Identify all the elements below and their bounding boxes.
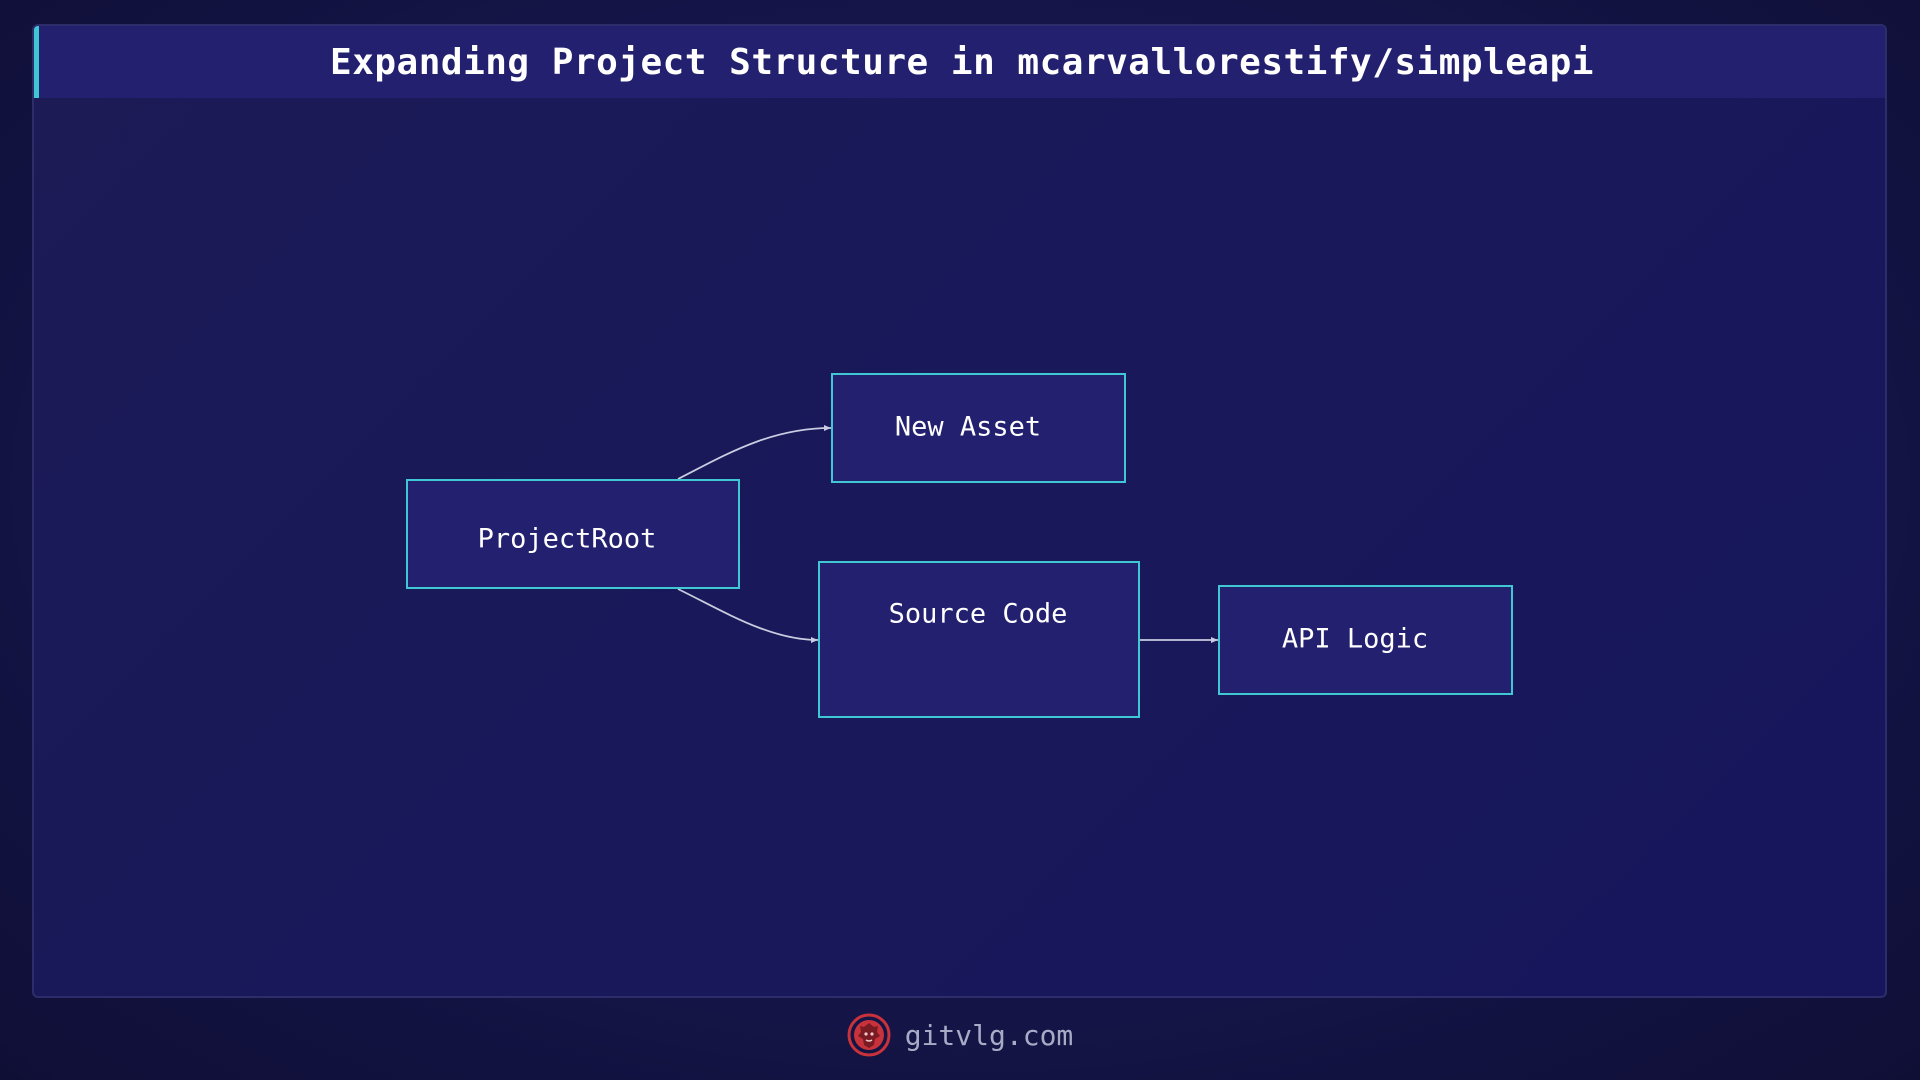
node-source-code-label: Source Code bbox=[889, 599, 1068, 630]
footer-site-link[interactable]: gitvlg.com bbox=[904, 1018, 1074, 1052]
node-api-logic: API Logic bbox=[1218, 585, 1513, 695]
page-title: Expanding Project Structure in mcarvallo… bbox=[330, 41, 1594, 83]
lion-logo-icon bbox=[847, 1013, 891, 1057]
edge-projectroot-to-new-asset bbox=[677, 425, 832, 480]
node-new-asset-label: New Asset bbox=[895, 412, 1041, 443]
node-project-root: ProjectRoot bbox=[406, 479, 740, 589]
node-new-asset: New Asset bbox=[831, 373, 1126, 483]
node-project-root-label: ProjectRoot bbox=[478, 524, 657, 555]
diagram-panel: Expanding Project Structure in mcarvallo… bbox=[32, 24, 1887, 998]
footer: gitvlg.com bbox=[0, 1010, 1920, 1060]
title-bar: Expanding Project Structure in mcarvallo… bbox=[34, 26, 1885, 98]
node-source-code: Source Code bbox=[818, 561, 1140, 718]
edge-projectroot-to-source-code bbox=[677, 588, 819, 643]
node-api-logic-label: API Logic bbox=[1282, 624, 1428, 655]
